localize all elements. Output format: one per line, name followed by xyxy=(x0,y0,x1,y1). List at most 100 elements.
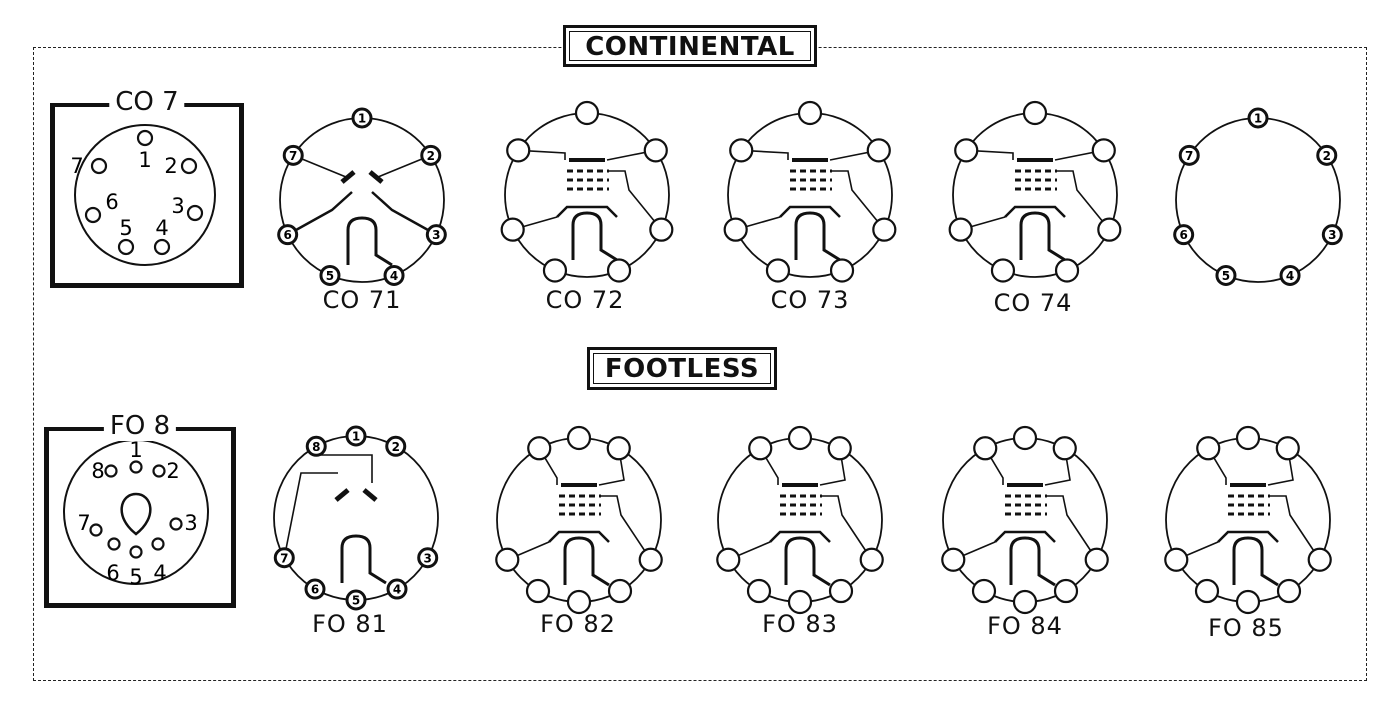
pin xyxy=(1012,425,1038,451)
pin xyxy=(765,258,791,283)
pin xyxy=(417,547,439,569)
socket-pin-number: 6 xyxy=(106,561,119,585)
pin xyxy=(607,578,633,604)
section-title-continental: CONTINENTAL xyxy=(563,25,817,67)
lead xyxy=(1047,495,1098,561)
pin xyxy=(606,436,631,461)
lead xyxy=(601,495,652,561)
pin-number: 8 xyxy=(312,440,320,454)
socket-pin-number: 3 xyxy=(184,511,197,535)
socket-hole xyxy=(107,537,121,551)
pin xyxy=(827,436,852,461)
cathode xyxy=(769,530,831,543)
diagram-label: FO 82 xyxy=(540,610,616,638)
envelope-circle xyxy=(496,437,662,603)
socket-hole xyxy=(169,517,183,531)
pin xyxy=(1084,547,1109,572)
pin-number: 3 xyxy=(424,551,432,565)
socket-label: FO 8 xyxy=(103,411,177,441)
pin xyxy=(385,435,407,457)
pin-number: 4 xyxy=(390,269,398,283)
envelope-circle xyxy=(504,112,670,278)
socket-circle xyxy=(74,124,216,266)
pin xyxy=(954,138,979,163)
diagram-label: CO 74 xyxy=(993,289,1073,317)
socket-pin-number: 5 xyxy=(119,216,132,240)
cathode xyxy=(994,530,1056,543)
pin xyxy=(716,547,741,572)
pin xyxy=(1247,107,1269,129)
socket-hole xyxy=(129,545,143,559)
key-slot xyxy=(340,534,387,585)
socket-pin-number: 7 xyxy=(70,154,83,178)
socket-pin-number: 1 xyxy=(138,148,151,172)
lead xyxy=(1270,495,1321,561)
pin xyxy=(1012,589,1038,615)
key-slot xyxy=(794,211,841,262)
anode-right xyxy=(368,170,384,184)
tube-base-diagram xyxy=(941,425,1109,615)
pin xyxy=(787,589,813,615)
pin xyxy=(1196,436,1221,461)
pin xyxy=(866,138,891,163)
cathode-lead xyxy=(287,191,353,236)
pin xyxy=(420,144,442,166)
tube-base-diagram xyxy=(500,100,674,283)
pin xyxy=(351,107,373,129)
socket-pin-number: 2 xyxy=(164,154,177,178)
socket-hole xyxy=(90,157,108,175)
diagram-label: FO 84 xyxy=(987,612,1063,640)
pin-number: 2 xyxy=(392,440,400,454)
envelope-circle xyxy=(727,112,893,278)
socket-pin-number: 7 xyxy=(77,511,90,535)
pin-number: 5 xyxy=(1222,269,1230,283)
key-slot xyxy=(563,536,610,587)
pin xyxy=(495,547,520,572)
diagram-label: CO 73 xyxy=(770,286,850,314)
pin xyxy=(746,578,772,604)
socket-pin-number: 3 xyxy=(171,194,184,218)
envelope-circle xyxy=(952,112,1118,278)
pin xyxy=(828,578,854,604)
socket-pin-number: 4 xyxy=(153,561,166,585)
pin xyxy=(425,224,447,246)
pin xyxy=(542,258,568,283)
socket-box-fo8: FO 8 xyxy=(44,411,236,608)
pin xyxy=(304,578,326,600)
pin xyxy=(643,138,668,163)
socket-hole xyxy=(117,238,135,256)
pin xyxy=(638,547,663,572)
pin xyxy=(797,100,823,126)
cathode-lead xyxy=(371,191,437,236)
pin xyxy=(1052,436,1077,461)
key-slot xyxy=(346,216,393,267)
pin-number: 1 xyxy=(358,112,366,126)
socket-hole xyxy=(84,206,102,224)
pin xyxy=(1275,436,1300,461)
pin xyxy=(787,425,813,451)
socket-pin-number: 2 xyxy=(166,459,179,483)
pin xyxy=(345,589,367,611)
pin xyxy=(990,258,1016,283)
cathode xyxy=(548,530,610,543)
pin xyxy=(941,547,966,572)
pin xyxy=(948,217,973,242)
pin-number: 4 xyxy=(393,583,401,597)
envelope-circle xyxy=(1165,437,1331,603)
pin-number: 1 xyxy=(352,430,360,444)
pin-number: 6 xyxy=(1180,228,1188,242)
envelope-circle xyxy=(273,435,439,601)
key-slot xyxy=(571,211,618,262)
pin xyxy=(1022,100,1048,126)
pin xyxy=(273,547,295,569)
cathode xyxy=(1004,205,1066,218)
envelope-circle xyxy=(942,437,1108,603)
anode-right xyxy=(362,488,378,502)
lead xyxy=(822,495,873,561)
anode-left xyxy=(340,170,356,184)
pin xyxy=(1194,578,1220,604)
tube-base-diagram xyxy=(1164,425,1332,615)
pin xyxy=(566,425,592,451)
pin xyxy=(386,578,408,600)
